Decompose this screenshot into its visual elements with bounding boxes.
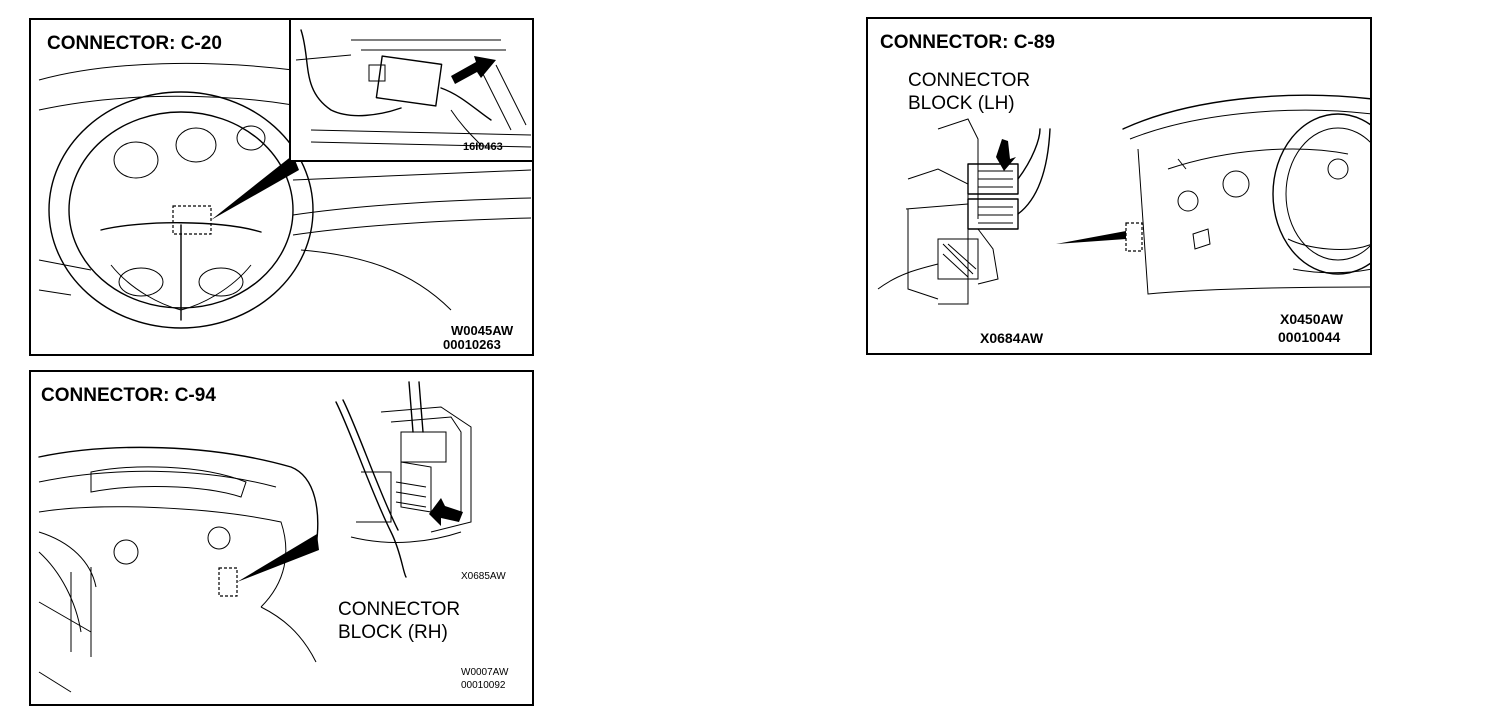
figure-code-1: W0007AW — [461, 667, 509, 678]
connector-title: CONNECTOR: C-89 — [880, 32, 1055, 53]
figure-code-1: X0450AW — [1280, 311, 1344, 327]
dashboard-lh-illustration — [877, 94, 1370, 305]
panel-connector-c94: CONNECTOR: C-94 X0685AW CONNECTOR BLOCK … — [29, 370, 534, 706]
figure-code-2: 00010092 — [461, 680, 506, 691]
connector-block-label: CONNECTOR BLOCK (LH) — [908, 69, 1030, 115]
connector-block-label: CONNECTOR BLOCK (RH) — [338, 598, 460, 644]
inset-detail-c20: 16I0463 — [289, 20, 532, 162]
figure-code-1: W0045AW — [451, 323, 514, 338]
inset-figure-code: X0685AW — [461, 571, 506, 582]
figure-code-2: 00010263 — [443, 337, 501, 352]
steering-wheel-illustration — [38, 62, 532, 329]
connector-title: CONNECTOR: C-20 — [47, 33, 222, 54]
connector-closeup-illustration — [295, 29, 532, 148]
inset-figure-code: 16I0463 — [463, 141, 503, 153]
connector-block-rh-closeup — [335, 381, 472, 578]
connector-block-label-line1: CONNECTOR — [338, 599, 461, 620]
figure-code-2: 00010044 — [1278, 329, 1341, 345]
dashboard-rh-illustration — [38, 381, 472, 693]
panel-connector-c89: CONNECTOR: C-89 CONNECTOR BLOCK (LH) X06… — [866, 17, 1372, 355]
connector-block-lh-closeup — [877, 118, 1051, 305]
figure-code-left: X0684AW — [980, 330, 1044, 346]
connector-title: CONNECTOR: C-94 — [41, 385, 216, 406]
dashboard-lh-view — [1122, 94, 1370, 295]
panel-connector-c20: 16I0463 CONNECTOR: C-20 W0045AW 00010263 — [29, 18, 534, 356]
connector-block-label-line2: BLOCK (LH) — [908, 93, 1015, 114]
connector-block-label-line2: BLOCK (RH) — [338, 622, 448, 643]
connector-block-label-line1: CONNECTOR — [908, 70, 1031, 91]
